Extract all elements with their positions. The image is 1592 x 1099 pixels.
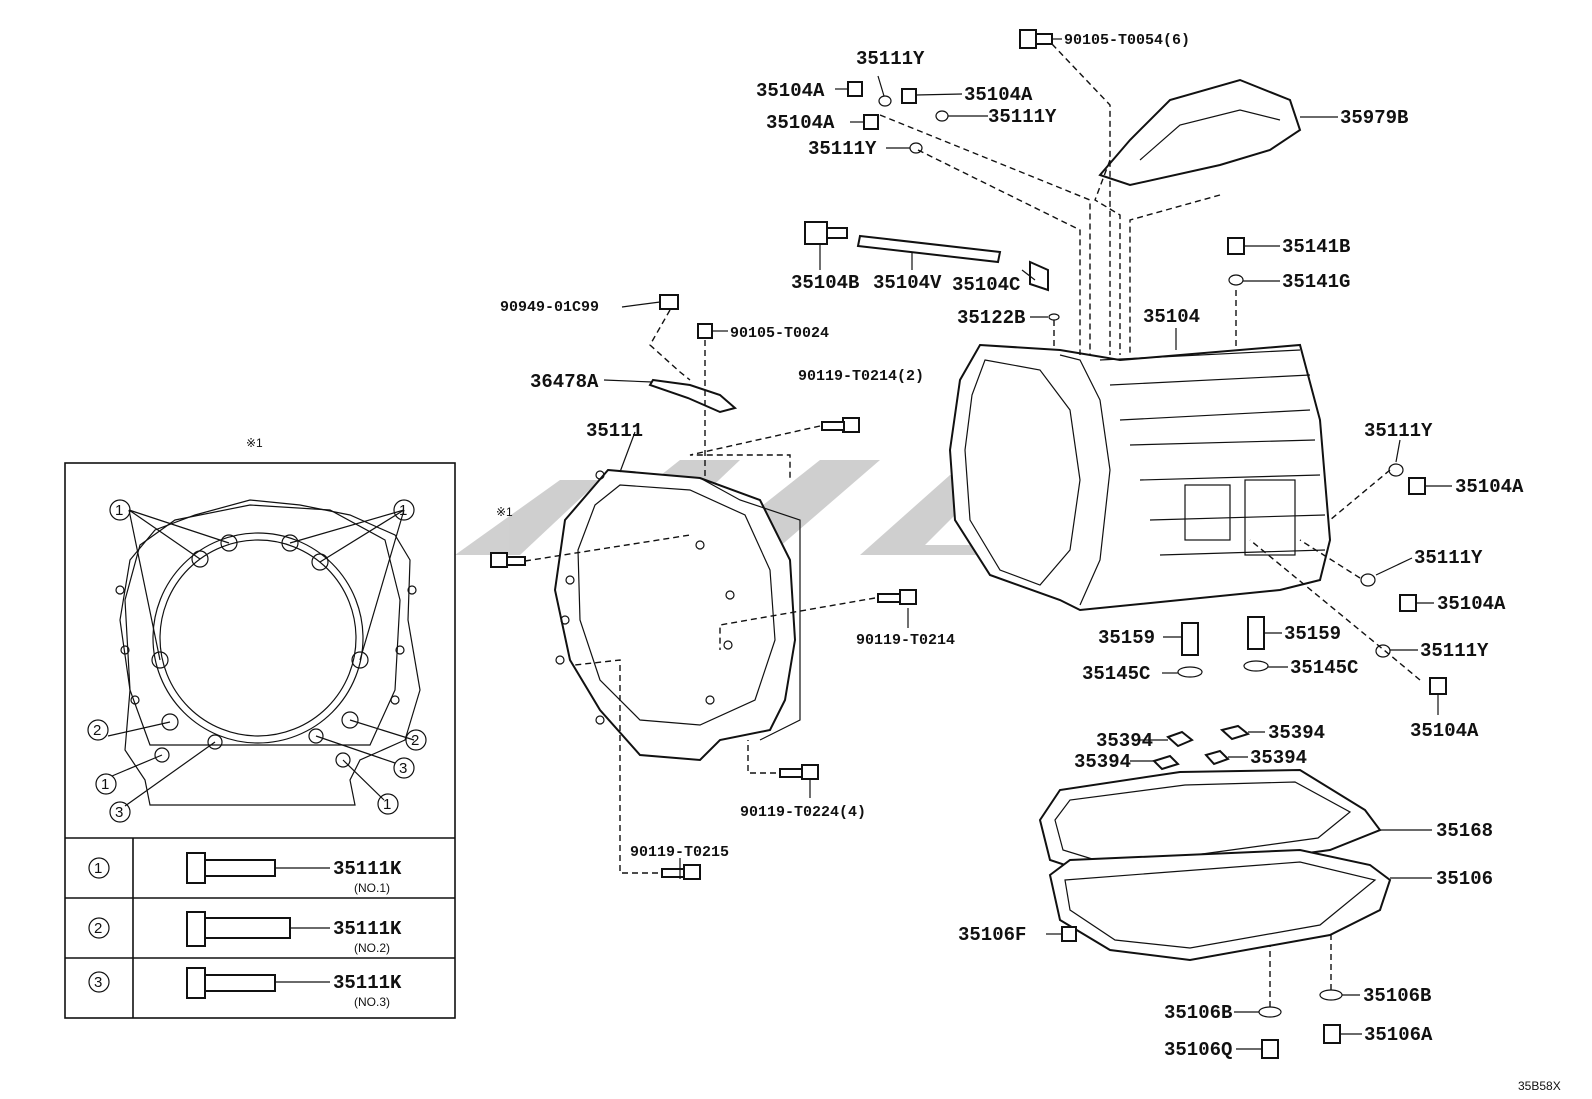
- label-35104A: 35104A: [964, 84, 1033, 106]
- label-35111: 35111: [586, 420, 643, 442]
- table-row-note: (NO.2): [354, 941, 390, 955]
- inset-callouts: 1 1 2 2 1 3 3 1: [87, 499, 427, 823]
- label-35104V: 35104V: [873, 272, 942, 294]
- label-35106B: 35106B: [1164, 1002, 1232, 1024]
- label-35104C: 35104C: [952, 274, 1020, 296]
- label-35104: 35104: [1143, 306, 1200, 328]
- part-labels: 90105-T0054(6) 35111Y 35104A 35104A 3510…: [496, 32, 1561, 1093]
- label-35104B: 35104B: [791, 272, 859, 294]
- label-35106B: 35106B: [1363, 985, 1431, 1007]
- label-35104A: 35104A: [766, 112, 835, 134]
- label-35106: 35106: [1436, 868, 1493, 890]
- label-35141G: 35141G: [1282, 271, 1350, 293]
- label-90119-T0214: 90119-T0214: [856, 632, 955, 649]
- label-35159: 35159: [1098, 627, 1155, 649]
- label-35394: 35394: [1268, 722, 1325, 744]
- label-90949-01C99: 90949-01C99: [500, 299, 599, 316]
- label-90105-T0054-6: 90105-T0054(6): [1064, 32, 1190, 49]
- label-90105-T0024: 90105-T0024: [730, 325, 829, 342]
- table-row-circle: 3: [94, 974, 102, 991]
- transmission-case-drawing: [948, 343, 1332, 612]
- note-mark: ※1: [496, 505, 513, 519]
- callout-1: 1: [115, 502, 123, 519]
- label-35111Y: 35111Y: [988, 106, 1057, 128]
- inset-border: [64, 462, 456, 1019]
- callout-3: 3: [399, 760, 407, 777]
- label-35104A: 35104A: [1455, 476, 1524, 498]
- callout-1: 1: [383, 796, 391, 813]
- bell-housing-drawing: [553, 468, 801, 762]
- table-row-note: (NO.3): [354, 995, 390, 1009]
- adapter-plate-drawing: [115, 499, 421, 806]
- label-35159: 35159: [1284, 623, 1341, 645]
- small-parts: [490, 29, 1447, 1059]
- label-35111Y: 35111Y: [1414, 547, 1483, 569]
- callout-2: 2: [93, 722, 101, 739]
- callout-1: 1: [399, 502, 407, 519]
- bolt-table: 1 35111K (NO.1) 2 35111K (NO.2) 3 35111K…: [88, 852, 402, 1009]
- label-35111Y: 35111Y: [808, 138, 877, 160]
- label-35106Q: 35106Q: [1164, 1039, 1232, 1061]
- table-row-circle: 1: [94, 860, 102, 877]
- label-35104A: 35104A: [756, 80, 825, 102]
- label-35979B: 35979B: [1340, 107, 1408, 129]
- table-row-part: 35111K: [333, 918, 402, 940]
- label-35111Y: 35111Y: [1364, 420, 1433, 442]
- label-35168: 35168: [1436, 820, 1493, 842]
- table-row-part: 35111K: [333, 972, 402, 994]
- guide-lines: [524, 43, 1421, 1007]
- label-90119-T0214-2: 90119-T0214(2): [798, 368, 924, 385]
- label-90119-T0215: 90119-T0215: [630, 844, 729, 861]
- label-35106A: 35106A: [1364, 1024, 1433, 1046]
- leader-lines: [603, 38, 1452, 1050]
- inset-panel: ※1: [64, 436, 456, 1019]
- oil-pan-drawing: [1038, 768, 1392, 962]
- label-35104A: 35104A: [1410, 720, 1479, 742]
- label-35106F: 35106F: [958, 924, 1026, 946]
- label-35145C: 35145C: [1290, 657, 1358, 679]
- label-35111Y: 35111Y: [1420, 640, 1489, 662]
- label-36478A: 36478A: [530, 371, 599, 393]
- label-35111Y: 35111Y: [856, 48, 925, 70]
- inset-title: ※1: [246, 436, 263, 450]
- callout-2: 2: [411, 732, 419, 749]
- diagram-code: 35B58X: [1518, 1079, 1561, 1093]
- label-35394: 35394: [1250, 747, 1307, 769]
- callout-3: 3: [115, 804, 123, 821]
- table-row-part: 35111K: [333, 858, 402, 880]
- label-35104A: 35104A: [1437, 593, 1506, 615]
- label-35122B: 35122B: [957, 307, 1025, 329]
- label-35145C: 35145C: [1082, 663, 1150, 685]
- label-35394: 35394: [1074, 751, 1131, 773]
- table-row-circle: 2: [94, 920, 102, 937]
- label-35394: 35394: [1096, 730, 1153, 752]
- callout-1: 1: [101, 776, 109, 793]
- label-35141B: 35141B: [1282, 236, 1350, 258]
- label-90119-T0224-4: 90119-T0224(4): [740, 804, 866, 821]
- table-row-note: (NO.1): [354, 881, 390, 895]
